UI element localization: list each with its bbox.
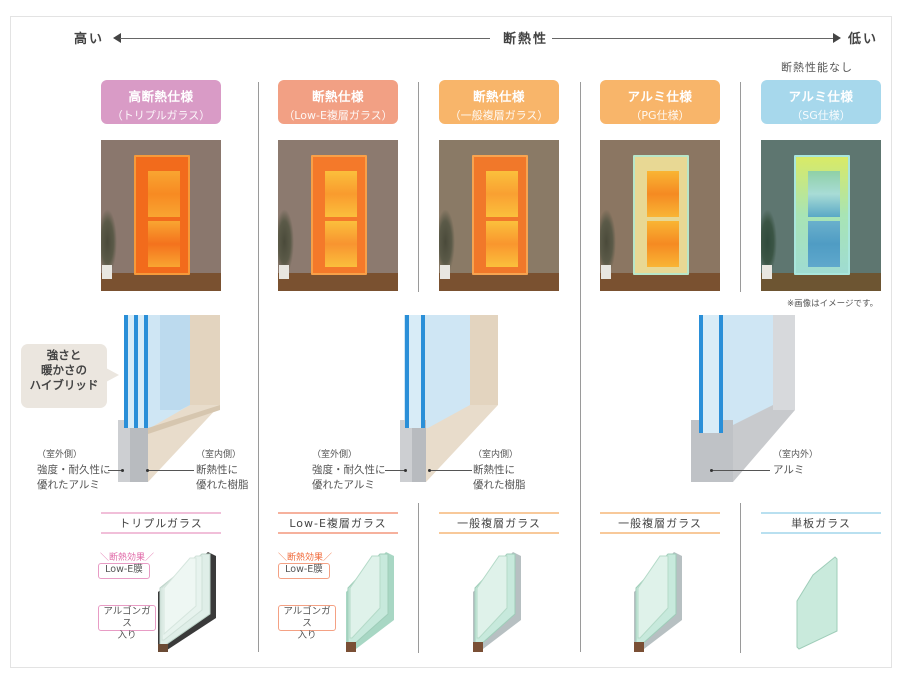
aluminum-note: （室内外） アルミ (773, 450, 819, 476)
column-divider (418, 82, 419, 292)
outside-aluminum-note: （室外側） 強度・耐久性に 優れたアルミ (37, 450, 111, 491)
plant-icon (101, 209, 117, 275)
thermal-door-image-general-double (439, 140, 559, 291)
inside-resin-note: （室内側） 断熱性に 優れた樹脂 (473, 450, 526, 491)
arrow-left-icon (113, 33, 121, 43)
outside-aluminum-note: （室外側） 強度・耐久性に 優れたアルミ (312, 450, 386, 491)
thermal-door-image-triple (101, 140, 221, 291)
category-pill-pg: アルミ仕様 （PG仕様） (600, 80, 720, 124)
category-subtitle: （Low-E複層ガラス） (283, 109, 393, 122)
category-pill-general-double: 断熱仕様 （一般複層ガラス） (439, 80, 559, 124)
thermal-door (134, 155, 190, 275)
category-pill-lowe: 断熱仕様 （Low-E複層ガラス） (278, 80, 398, 124)
plant-icon (439, 209, 455, 275)
plant-icon (761, 209, 777, 275)
no-insulation-note: 断熱性能なし (781, 61, 853, 74)
category-title: アルミ仕様 (788, 89, 854, 104)
hybrid-frame-section-triple (118, 315, 220, 482)
plant-icon (278, 209, 294, 275)
column-divider (740, 503, 741, 653)
category-subtitle: （PG仕様） (630, 109, 690, 122)
axis-low-label: 低い (848, 32, 879, 47)
axis-center-label: 断熱性 (493, 28, 559, 47)
hybrid-frame-section-double (400, 315, 498, 482)
category-pill-triple: 高断熱仕様 （トリプルガラス） (101, 80, 221, 124)
thermal-door (311, 155, 367, 275)
argon-gas-tag: アルゴンガス 入り (278, 605, 336, 641)
axis-high-label: 高い (74, 32, 105, 47)
category-title: アルミ仕様 (627, 89, 693, 104)
axis-line-left (120, 38, 490, 39)
inside-resin-note: （室内側） 断熱性に 優れた樹脂 (196, 450, 249, 491)
column-divider (258, 82, 259, 652)
image-disclaimer: ※画像はイメージです。 (787, 299, 879, 309)
insulation-effect-tag: ＼断熱効果／ (100, 553, 155, 563)
lowe-glass-unit-icon (346, 552, 394, 652)
double-glass-unit-icon (634, 552, 682, 652)
argon-gas-tag: アルゴンガス 入り (98, 605, 156, 641)
category-title: 高断熱仕様 (128, 89, 194, 104)
hybrid-speech-bubble: 強さと 暖かさの ハイブリッド (21, 344, 119, 408)
category-title: 断熱仕様 (311, 89, 364, 104)
arrow-right-icon (833, 33, 841, 43)
category-subtitle: （SG仕様） (791, 109, 851, 122)
thermal-door-image-pg (600, 140, 720, 291)
column-divider (580, 82, 581, 652)
glass-label-pg: 一般複層ガラス (600, 512, 720, 534)
thermal-door-image-sg (761, 140, 881, 291)
insulation-axis: 高い 断熱性 低い (0, 28, 900, 50)
single-glass-pane-icon (796, 556, 838, 650)
aluminum-frame-section (691, 315, 795, 482)
insulation-effect-tag: ＼断熱効果／ (278, 553, 333, 563)
thermal-door-image-lowe (278, 140, 398, 291)
double-glass-unit-icon (473, 552, 521, 652)
thermal-door (472, 155, 528, 275)
thermal-door (794, 155, 850, 275)
plant-icon (600, 209, 616, 275)
glass-label-sg: 単板ガラス (761, 512, 881, 534)
category-subtitle: （一般複層ガラス） (449, 109, 549, 122)
category-title: 断熱仕様 (472, 89, 525, 104)
triple-glass-unit-icon (158, 552, 216, 652)
glass-label-lowe: Low-E複層ガラス (278, 512, 398, 534)
thermal-door (633, 155, 689, 275)
category-pill-sg: アルミ仕様 （SG仕様） (761, 80, 881, 124)
glass-label-triple: トリプルガラス (101, 512, 221, 534)
column-divider (418, 503, 419, 653)
column-divider (740, 82, 741, 292)
lowe-film-tag: Low-E膜 (278, 563, 330, 579)
glass-label-general-double: 一般複層ガラス (439, 512, 559, 534)
axis-line-right (552, 38, 834, 39)
lowe-film-tag: Low-E膜 (98, 563, 150, 579)
category-subtitle: （トリプルガラス） (111, 109, 211, 122)
